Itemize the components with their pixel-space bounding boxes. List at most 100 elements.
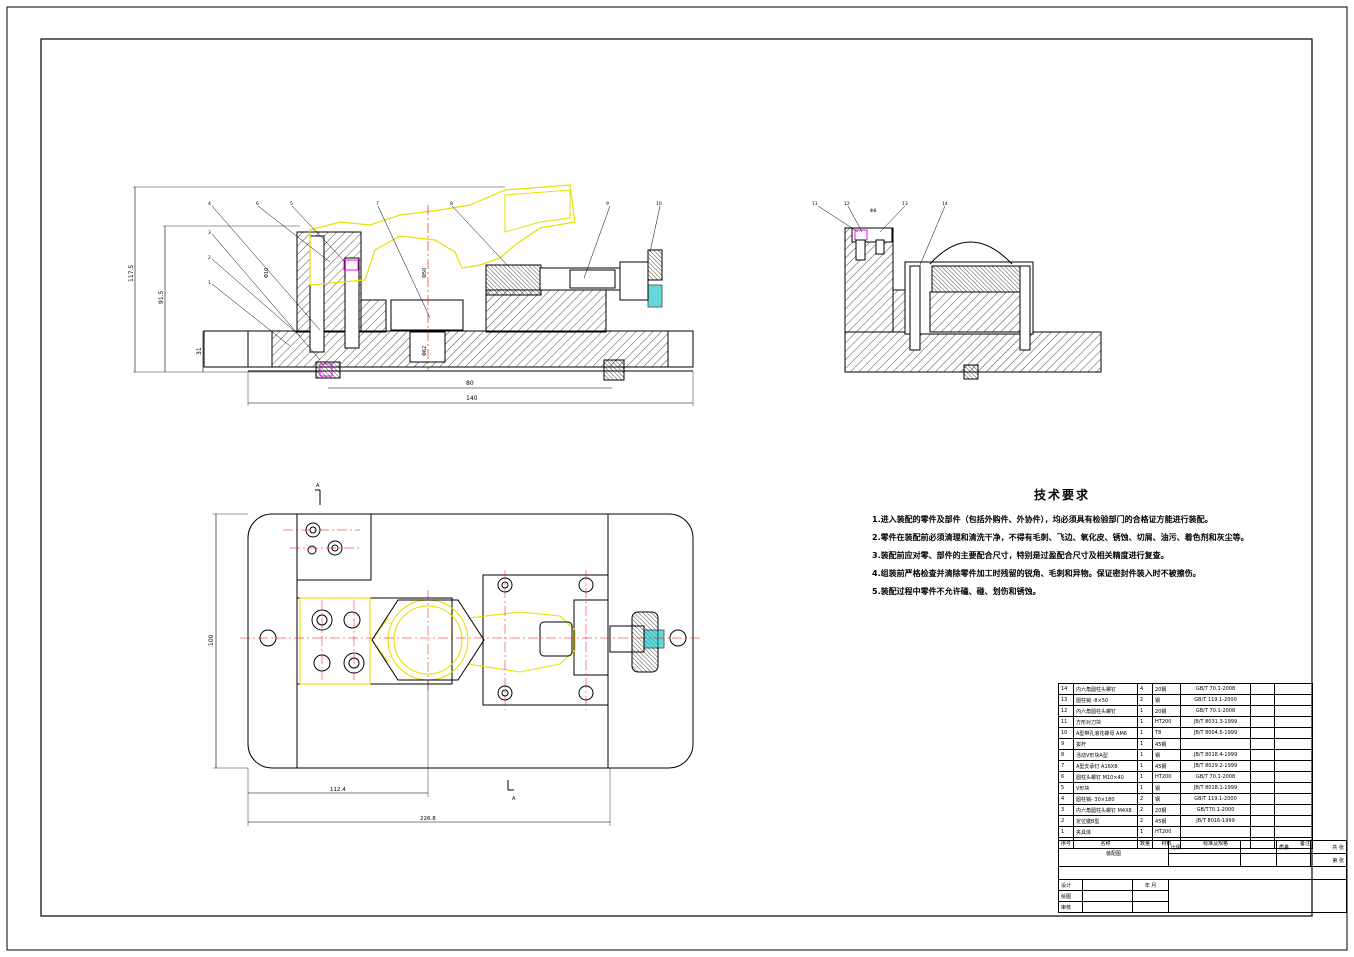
tech-item: 3.装配前应对零、部件的主要配合尺寸，特别是过盈配合尺寸及相关精度进行复查。 (872, 551, 1169, 560)
bom-cell (1274, 683, 1314, 695)
bom-cell: 2 (1057, 815, 1075, 827)
bom-cell (1250, 760, 1276, 772)
bom-cell: 内六角圆柱头螺钉 (1073, 705, 1139, 717)
bom-cell (1274, 793, 1314, 805)
bom-cell: GB/T 119.1-2000 (1180, 793, 1252, 805)
bom-cell (1274, 804, 1314, 816)
dim-side-8: Φ8 (870, 208, 877, 214)
bom-cell (1274, 749, 1314, 761)
bom-cell: 2 (1137, 694, 1154, 706)
balloon-4: 4 (208, 201, 211, 207)
bom-cell: 钢 (1152, 749, 1182, 761)
bom-cell: 1 (1137, 782, 1154, 794)
dim-80: 80 (466, 380, 474, 387)
review-label: 审核 (1058, 901, 1083, 913)
bom-cell: 方形对刀块 (1073, 716, 1139, 728)
sheet-label: 第 张 (1310, 853, 1347, 867)
mass-label: 质量 (1276, 840, 1311, 854)
empty-cell (1276, 853, 1311, 867)
balloon-12: 12 (844, 201, 850, 207)
balloon-2: 2 (208, 255, 211, 261)
bom-cell (1274, 826, 1314, 838)
bom-cell (1274, 727, 1314, 739)
bom-cell: 13 (1057, 694, 1075, 706)
bom-cell: A型支承钉 A16X8 (1073, 760, 1139, 772)
technical-requirements: 技术要求 1.进入装配的零件及部件（包括外购件、外协件），均必须具有检验部门的合… (872, 486, 1252, 601)
drawing-name: 装配图 (1058, 840, 1169, 867)
bom-cell: 9 (1057, 738, 1075, 750)
bom-cell (1250, 771, 1276, 783)
bom-cell: 圆柱头螺钉 M10×40 (1073, 771, 1139, 783)
tech-item: 4.组装前严格检查并清除零件加工时残留的锐角、毛刺和异物。保证密封件装入时不被擦… (872, 569, 1201, 578)
bom-cell (1180, 738, 1252, 750)
outer-border (6, 6, 1348, 951)
bom-cell (1250, 738, 1276, 750)
bom-cell: 12 (1057, 705, 1075, 717)
bom-cell: JB/T 8016-1999 (1180, 815, 1252, 827)
dim-140: 140 (466, 395, 478, 402)
section-mark-top: A (316, 483, 320, 489)
bom-cell (1274, 716, 1314, 728)
bom-cell (1250, 782, 1276, 794)
empty-cell (1168, 853, 1241, 867)
balloon-14: 14 (942, 201, 948, 207)
bom-cell: 45钢 (1152, 815, 1182, 827)
bom-cell: 20钢 (1152, 804, 1182, 816)
empty-cell (1240, 853, 1277, 867)
plan-view: A A 100 112.4 226.8 (208, 483, 700, 826)
side-view: 11 12 13 14 Φ8 (812, 201, 1102, 380)
bom-cell: 2 (1137, 815, 1154, 827)
bom-cell: 4 (1057, 793, 1075, 805)
bom-cell: 1 (1137, 826, 1154, 838)
bom-cell: 定位键B型 (1073, 815, 1139, 827)
bom-cell (1250, 694, 1276, 706)
bom-cell (1274, 738, 1314, 750)
balloon-9: 9 (606, 201, 609, 207)
bom-cell: 10 (1057, 727, 1075, 739)
date-label: 年 月 (1132, 879, 1169, 891)
bom-cell (1250, 705, 1276, 717)
balloon-5: 5 (290, 201, 293, 207)
drawn-label: 绘图 (1058, 890, 1083, 902)
bom-cell: JB/T 8031.3-1999 (1180, 716, 1252, 728)
bom-cell (1274, 760, 1314, 772)
bom-cell: 2 (1137, 804, 1154, 816)
bom-cell: GB/T 70.1-2008 (1180, 705, 1252, 717)
dim-226: 226.8 (420, 816, 436, 822)
bom-cell: 内六角圆柱头螺钉 (1073, 683, 1139, 695)
bom-cell: V形块 (1073, 782, 1139, 794)
bom-cell: 夹具体 (1073, 826, 1139, 838)
bom-cell: 1 (1137, 727, 1154, 739)
section-mark-bottom: A (512, 796, 516, 802)
bom-cell (1274, 771, 1314, 783)
bom-cell: 1 (1137, 760, 1154, 772)
dim-31: 31 (196, 347, 203, 355)
balloon-11: 11 (812, 201, 818, 207)
bom-cell: GB/T 70.1-2008 (1180, 683, 1252, 695)
dim-112: 112.4 (330, 787, 346, 793)
bom-cell: T8 (1152, 727, 1182, 739)
tech-item: 1.进入装配的零件及部件（包括外购件、外协件），均必须具有检验部门的合格证方能进… (872, 515, 1213, 524)
bom-cell: 3 (1057, 804, 1075, 816)
bom-cell: 钢 (1152, 782, 1182, 794)
total-sheets-label: 共 张 (1310, 840, 1347, 854)
scale-value (1240, 840, 1277, 854)
bom-cell: 圆柱销 -8×50 (1073, 694, 1139, 706)
bom-cell: 拔杆 (1073, 738, 1139, 750)
bom-cell (1250, 826, 1276, 838)
balloon-8: 8 (450, 201, 453, 207)
dim-91: 91.5 (158, 290, 165, 304)
design-label: 设计 (1058, 879, 1083, 891)
bom-cell: 4 (1137, 683, 1154, 695)
bom-cell: 14 (1057, 683, 1075, 695)
